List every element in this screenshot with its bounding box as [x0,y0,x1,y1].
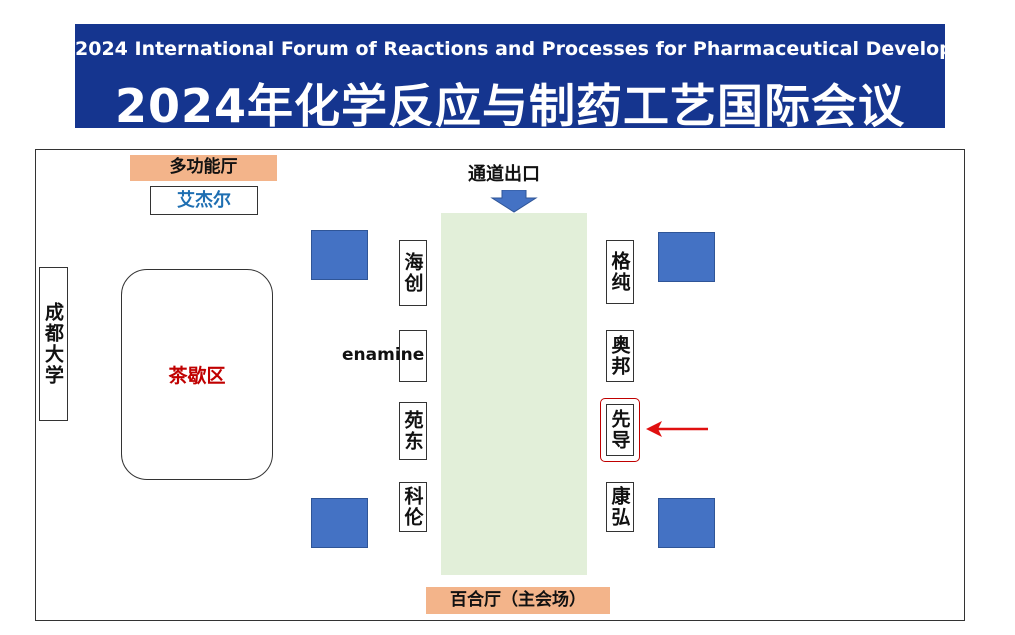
booth-enamine-label: enamine [342,345,425,365]
booth-xiandao: 先导 [606,404,634,456]
banner-title-en: 2024 International Forum of Reactions an… [75,38,1009,60]
booth-stand-top-right [658,232,715,282]
booth-stand-bottom-left [311,498,368,548]
booth-yuandong: 苑东 [399,402,427,460]
pointer-arrow-icon [646,421,708,437]
main-hall-label: 百合厅（主会场） [426,587,610,614]
banner-title-cn: 2024年化学反应与制药工艺国际会议 [114,79,906,133]
exit-label: 通道出口 [468,164,540,185]
aitechem-booth: 艾杰尔 [150,186,258,215]
conference-banner: 2024 International Forum of Reactions an… [75,24,1009,133]
tea-break-area: 茶歇区 [121,269,273,480]
booth-haichuang: 海创 [399,240,427,306]
multi-function-hall-label: 多功能厅 [130,155,277,181]
booth-aobang: 奥邦 [606,330,634,382]
chengdu-university-booth: 成都大学 [39,267,68,421]
booth-kelun: 科伦 [399,482,427,532]
highlight-frame [600,398,640,462]
booth-stand-top-left [311,230,368,280]
booth-stand-bottom-right [658,498,715,548]
booth-kanghong: 康弘 [606,482,634,532]
booth-enamine-frame [399,330,427,382]
exit-arrow-icon [490,190,538,213]
booth-gechun: 格纯 [606,240,634,304]
central-aisle [441,213,587,575]
hall-outline [35,149,965,621]
tea-break-label: 茶歇区 [168,365,226,387]
